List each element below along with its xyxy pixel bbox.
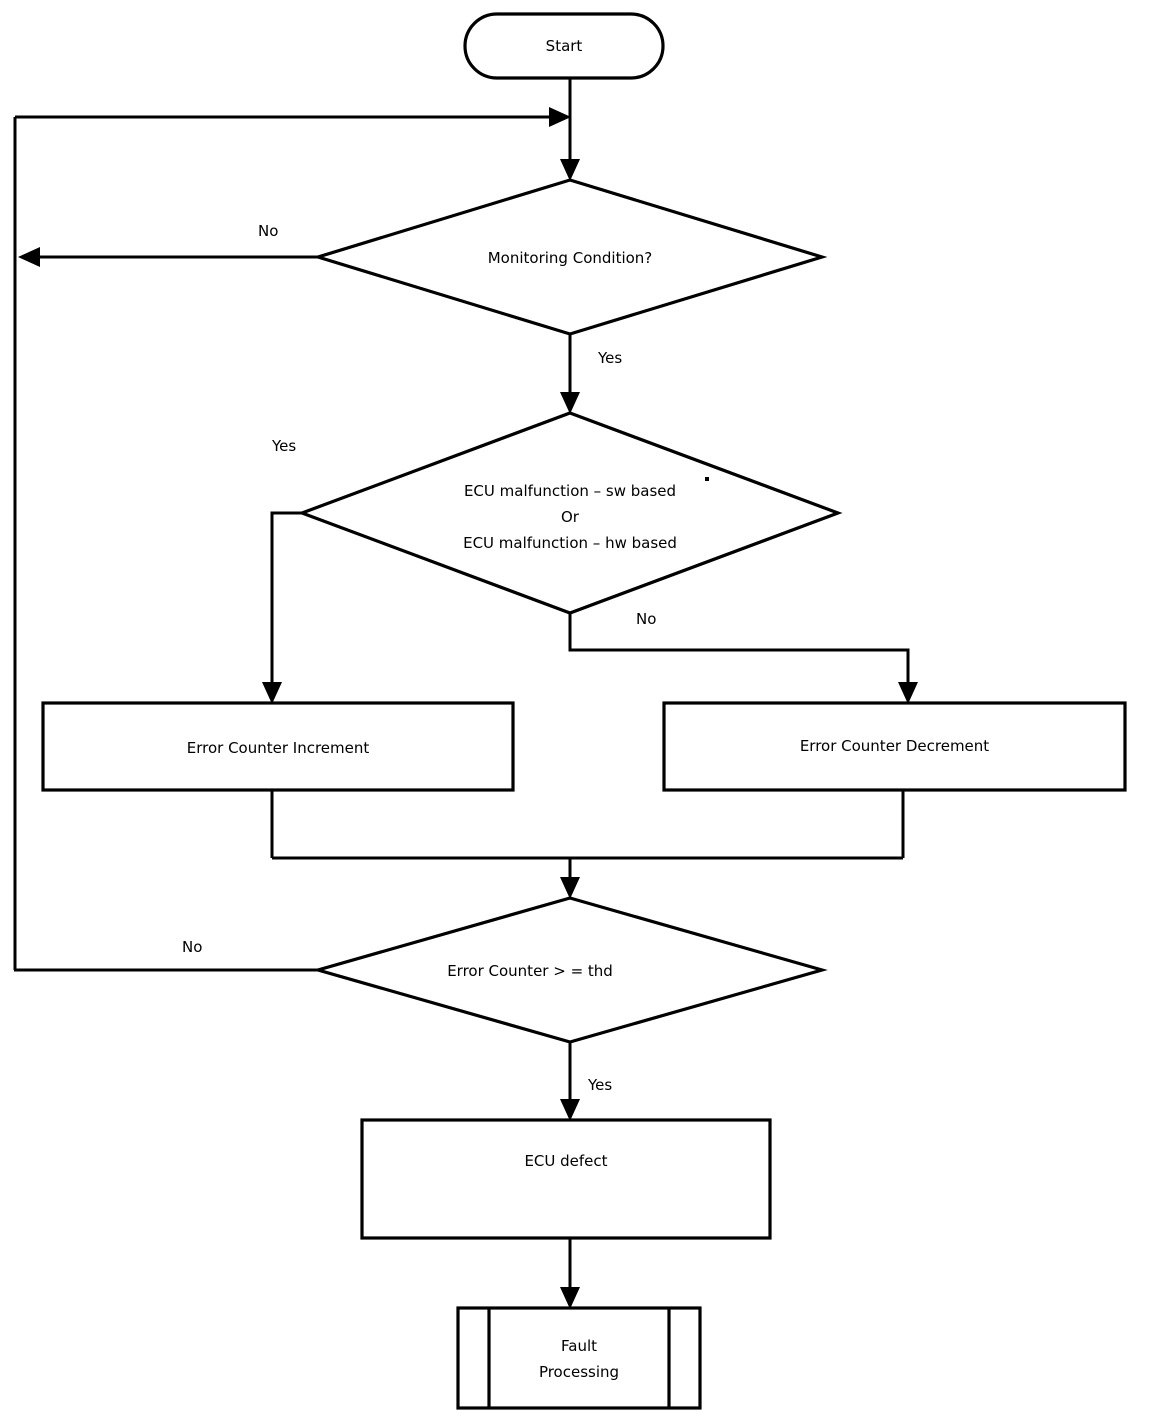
edge-label-malfunction-yes: Yes: [272, 437, 297, 455]
edge-malfunction-no: [568, 613, 910, 695]
edge-label-threshold-yes: Yes: [588, 1076, 613, 1094]
node-shape-start[interactable]: [463, 12, 665, 80]
edge-label-monitoring-no: No: [258, 222, 279, 240]
node-shape-error-counter-increment[interactable]: [41, 701, 515, 792]
node-shape-error-counter-threshold[interactable]: [312, 896, 828, 1044]
scan-artifact-dot: [705, 477, 709, 481]
arrow-malfunction-yes: [262, 682, 282, 704]
arrow-defect-to-fault: [560, 1287, 580, 1309]
edge-malfunction-yes: [270, 511, 302, 695]
arrow-start-to-monitoring: [560, 159, 580, 181]
node-shape-ecu-malfunction[interactable]: [297, 411, 843, 615]
arrow-monitoring-yes: [560, 392, 580, 414]
arrow-threshold-yes: [560, 1099, 580, 1121]
arrow-merge-to-threshold: [560, 877, 580, 899]
node-shape-error-counter-decrement[interactable]: [662, 701, 1127, 792]
node-shape-monitoring-condition[interactable]: [312, 178, 828, 336]
node-shape-fault-processing[interactable]: [456, 1306, 702, 1410]
node-shape-ecu-defect[interactable]: [360, 1118, 772, 1240]
arrow-malfunction-no: [898, 682, 918, 704]
arrow-monitoring-no: [18, 247, 40, 267]
edge-label-threshold-no: No: [182, 938, 203, 956]
edge-label-monitoring-yes: Yes: [598, 349, 623, 367]
arrow-loopback-to-main: [549, 107, 571, 127]
edge-label-malfunction-no: No: [636, 610, 657, 628]
